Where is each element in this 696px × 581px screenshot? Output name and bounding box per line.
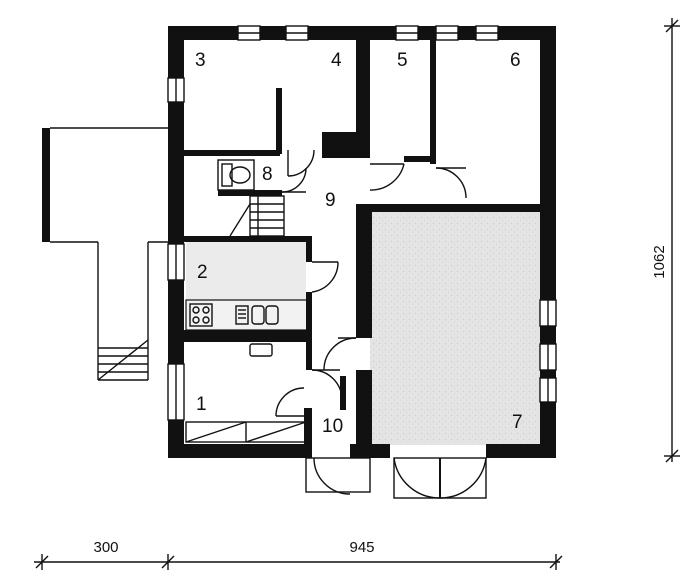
outer-walls	[168, 26, 556, 458]
interior-walls	[184, 40, 556, 458]
vertical-dimension-line	[664, 18, 680, 463]
dimension-bottom-right: 945	[349, 539, 374, 556]
horizontal-dimension-line	[34, 554, 563, 570]
windows	[167, 25, 557, 421]
dimension-right-vertical: 1062	[651, 245, 668, 278]
room-4-label: 4	[331, 50, 342, 71]
room-6-label: 6	[510, 50, 521, 71]
room-10-label: 10	[322, 416, 343, 437]
utility-counter	[185, 421, 307, 443]
kitchen-counter	[185, 299, 309, 331]
room-7-label: 7	[512, 412, 523, 433]
room-2-label: 2	[197, 262, 208, 283]
kitchen-fixtures	[189, 303, 279, 357]
room-1-label: 1	[196, 394, 207, 415]
terrace	[42, 127, 170, 381]
room-3-label: 3	[195, 50, 206, 71]
dimension-bottom-left: 300	[93, 539, 118, 556]
room-8-label: 8	[262, 164, 273, 185]
staircase	[229, 195, 285, 237]
doors	[275, 149, 487, 499]
kitchen-floor	[186, 242, 306, 300]
room-5-label: 5	[397, 50, 408, 71]
garage-floor	[370, 208, 540, 445]
room-9-label: 9	[325, 190, 336, 211]
bathroom-fixtures	[217, 159, 255, 191]
